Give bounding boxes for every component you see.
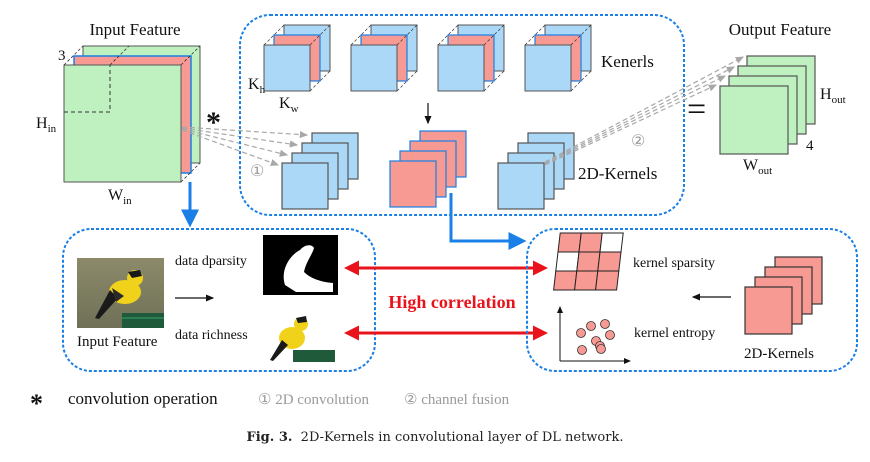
- step2-marker: ②: [631, 133, 645, 150]
- input-feature: Input Feature 3 Hin Win: [36, 20, 201, 207]
- legend: * convolution operation ① 2D convolution…: [30, 389, 510, 418]
- 2d-kernel: [389, 160, 437, 208]
- correlation-arrows: High correlation: [344, 260, 548, 341]
- bird-richness-image: [270, 316, 335, 362]
- bird-photo: [77, 258, 164, 328]
- kernel-box-2d-kernels-label: 2D-Kernels: [744, 346, 814, 362]
- grid-cell-filled: [597, 251, 622, 272]
- legend-step1-label: ① 2D convolution: [258, 392, 369, 408]
- output-feature-title: Output Feature: [729, 20, 831, 39]
- kernel-sparsity-label: kernel sparsity: [633, 256, 715, 271]
- output-channels-label: 4: [806, 138, 814, 154]
- kernel-box: kernel sparsity kernel entropy 2D-Kernel…: [526, 228, 858, 372]
- grid-cell-filled: [576, 251, 601, 272]
- kernel-cube: [263, 24, 331, 92]
- 2d-kernel: [497, 162, 545, 210]
- kernel-sparsity-grid: [553, 232, 624, 291]
- sparsity-mask-image: [263, 235, 338, 295]
- data-image-label: Input Feature: [77, 334, 158, 350]
- convolution-operator-symbol: *: [206, 106, 221, 139]
- 2d-kernels-stack-middle: [389, 130, 467, 208]
- output-width-label: Wout: [743, 157, 772, 177]
- kernel-channel-front: [524, 44, 572, 92]
- kernel-height-label: Kh: [248, 76, 266, 96]
- convolution-fan-lines: [181, 126, 309, 166]
- kernel-cube: [524, 24, 592, 92]
- data-sparsity-label: data dparsity: [175, 254, 247, 269]
- grid-cell-empty: [555, 251, 580, 272]
- step1-marker: ①: [250, 163, 264, 180]
- output-feature: Output Feature Hout Wout 4: [719, 20, 846, 177]
- data-box: Input Feature data dparsity data richnes…: [62, 228, 376, 372]
- 2d-kernels-label: 2D-Kernels: [578, 164, 657, 183]
- kernel-entropy-label: kernel entropy: [634, 326, 715, 341]
- kernel-entropy-plot: [557, 306, 631, 364]
- high-correlation-label: High correlation: [388, 292, 515, 312]
- diagram-canvas: Input Feature 3 Hin Win * Kenerls Kh Kw: [30, 14, 858, 418]
- grid-cell-filled: [595, 270, 620, 291]
- kernel-box-2d-kernels-stack: [744, 256, 823, 335]
- kernels-label: Kenerls: [601, 52, 654, 71]
- data-richness-label: data richness: [175, 328, 248, 343]
- grid-cell-filled: [553, 270, 578, 291]
- legend-convolution-label: convolution operation: [68, 389, 218, 408]
- equals-symbol: =: [687, 91, 706, 128]
- 2d-kernel: [744, 286, 793, 335]
- figure-caption: Fig. 3. 2D-Kernels in convolutional laye…: [0, 430, 870, 445]
- 2d-kernels-stack-right: [497, 132, 575, 210]
- grid-cell-filled: [574, 270, 599, 291]
- legend-step2-label: ② channel fusion: [404, 392, 510, 408]
- output-channel: [719, 85, 789, 155]
- kernels-to-kernel-box-arrow: [449, 193, 527, 250]
- input-channels-label: 3: [58, 48, 66, 64]
- kernel-channel-front: [437, 44, 485, 92]
- input-width-label: Win: [108, 187, 132, 207]
- caption-prefix: Fig. 3.: [246, 430, 293, 445]
- kernel-channel-front: [350, 44, 398, 92]
- kernel-channel-front: [263, 44, 311, 92]
- input-height-label: Hin: [36, 115, 57, 135]
- kernel-cube: [350, 24, 418, 92]
- kernels-box: Kenerls Kh Kw ① ② 2D-Kernels: [239, 14, 685, 216]
- output-height-label: Hout: [820, 86, 846, 106]
- kernel-cube: [437, 24, 505, 92]
- grid-cell-filled: [557, 232, 582, 253]
- input-feature-title: Input Feature: [89, 20, 180, 39]
- grid-cell-empty: [599, 232, 624, 253]
- 2d-kernels-stack-left: [281, 132, 359, 210]
- grid-cell-filled: [578, 232, 603, 253]
- 2d-kernel: [281, 162, 329, 210]
- input-channel-front: [63, 64, 182, 183]
- caption-text: 2D-Kernels in convolutional layer of DL …: [300, 430, 624, 445]
- legend-convolution-symbol: *: [30, 389, 43, 418]
- kernel-width-label: Kw: [279, 95, 299, 115]
- fusion-fan-lines: [544, 56, 745, 166]
